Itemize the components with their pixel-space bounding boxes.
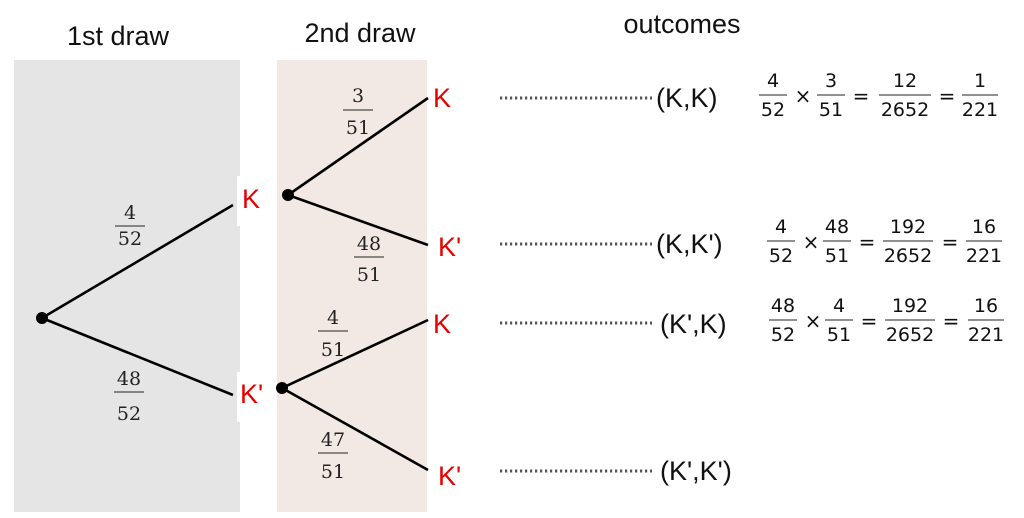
prob-first-Kp-den: 52	[117, 403, 141, 425]
outcome-KpK: (K',K)	[660, 309, 727, 339]
header-first-draw: 1st draw	[67, 21, 170, 51]
first-draw-Kp-label: K'	[240, 379, 263, 409]
node-after-K	[282, 189, 294, 201]
prob-K-Kp: 48 51	[354, 233, 384, 286]
first-draw-K-label-bg	[237, 176, 270, 226]
first-draw-panel	[14, 60, 240, 512]
svg-text:3: 3	[825, 70, 837, 92]
outcome-KpKp: (K',K')	[660, 456, 732, 486]
header-outcomes: outcomes	[623, 9, 740, 39]
svg-text:16: 16	[972, 216, 996, 238]
calculation-KpK: 48 52 × 4 51 = 192 2652 = 16 221	[769, 295, 1004, 346]
prob-K-K: 3 51	[343, 85, 373, 139]
svg-text:4: 4	[833, 295, 845, 317]
prob-first-K: 4 52	[115, 202, 145, 250]
svg-text:16: 16	[974, 295, 998, 317]
svg-text:2652: 2652	[884, 245, 932, 267]
prob-K-K-den: 51	[346, 117, 370, 139]
prob-Kp-K: 4 51	[318, 307, 348, 361]
second-draw-K-label-2: K	[433, 309, 451, 339]
prob-K-K-num: 3	[352, 85, 364, 107]
svg-text:4: 4	[767, 70, 779, 92]
first-draw-K-label: K	[242, 184, 260, 214]
svg-text:×: ×	[803, 230, 820, 254]
second-draw-Kp-label-1: K'	[438, 232, 461, 262]
svg-text:=: =	[853, 84, 870, 108]
svg-text:=: =	[859, 230, 876, 254]
branch-K-to-K	[287, 96, 429, 197]
svg-text:51: 51	[827, 324, 851, 346]
outcome-KK: (K,K)	[656, 83, 718, 113]
svg-text:48: 48	[825, 216, 849, 238]
svg-text:=: =	[861, 309, 878, 333]
branch-Kp-to-K	[281, 318, 429, 390]
svg-text:221: 221	[962, 99, 998, 121]
branch-start-to-Kp	[41, 316, 234, 397]
calculation-KK: 4 52 × 3 51 = 12 2652 = 1 221	[759, 70, 998, 121]
second-draw-panel	[277, 60, 427, 512]
prob-first-Kp-num: 48	[117, 368, 141, 390]
prob-Kp-K-den: 51	[321, 339, 345, 361]
svg-text:4: 4	[775, 216, 787, 238]
svg-text:51: 51	[825, 245, 849, 267]
prob-K-Kp-num: 48	[357, 233, 381, 255]
svg-text:192: 192	[892, 295, 928, 317]
svg-text:×: ×	[795, 84, 812, 108]
svg-text:221: 221	[966, 245, 1002, 267]
branch-K-to-Kp	[287, 193, 429, 247]
svg-text:=: =	[939, 84, 956, 108]
svg-text:2652: 2652	[886, 324, 934, 346]
svg-text:52: 52	[771, 324, 795, 346]
svg-text:221: 221	[968, 324, 1004, 346]
prob-first-K-den: 52	[118, 228, 142, 250]
prob-Kp-Kp-num: 47	[321, 429, 345, 451]
branch-start-to-K	[41, 203, 234, 320]
svg-text:52: 52	[761, 99, 785, 121]
svg-text:48: 48	[771, 295, 795, 317]
outcome-KKp: (K,K')	[656, 229, 723, 259]
prob-Kp-K-num: 4	[327, 307, 339, 329]
prob-Kp-Kp-den: 51	[321, 461, 345, 483]
prob-first-K-num: 4	[124, 202, 136, 224]
svg-text:2652: 2652	[881, 99, 929, 121]
header-second-draw: 2nd draw	[304, 18, 416, 48]
start-node	[36, 312, 48, 324]
svg-text:=: =	[943, 309, 960, 333]
prob-first-Kp: 48 52	[114, 368, 144, 425]
second-draw-K-label-1: K	[433, 83, 451, 113]
svg-text:1: 1	[974, 70, 986, 92]
calculation-KKp: 4 52 × 48 51 = 192 2652 = 16 221	[767, 216, 1002, 267]
svg-text:192: 192	[890, 216, 926, 238]
node-after-Kp	[276, 382, 288, 394]
prob-Kp-Kp: 47 51	[318, 429, 348, 483]
branch-Kp-to-Kp	[281, 386, 429, 472]
svg-text:×: ×	[805, 309, 822, 333]
first-draw-Kp-label-bg	[237, 372, 270, 422]
second-draw-Kp-label-2: K'	[438, 461, 461, 491]
svg-text:52: 52	[769, 245, 793, 267]
prob-K-Kp-den: 51	[357, 264, 381, 286]
svg-text:=: =	[942, 230, 959, 254]
svg-text:51: 51	[819, 99, 843, 121]
svg-text:12: 12	[893, 70, 917, 92]
